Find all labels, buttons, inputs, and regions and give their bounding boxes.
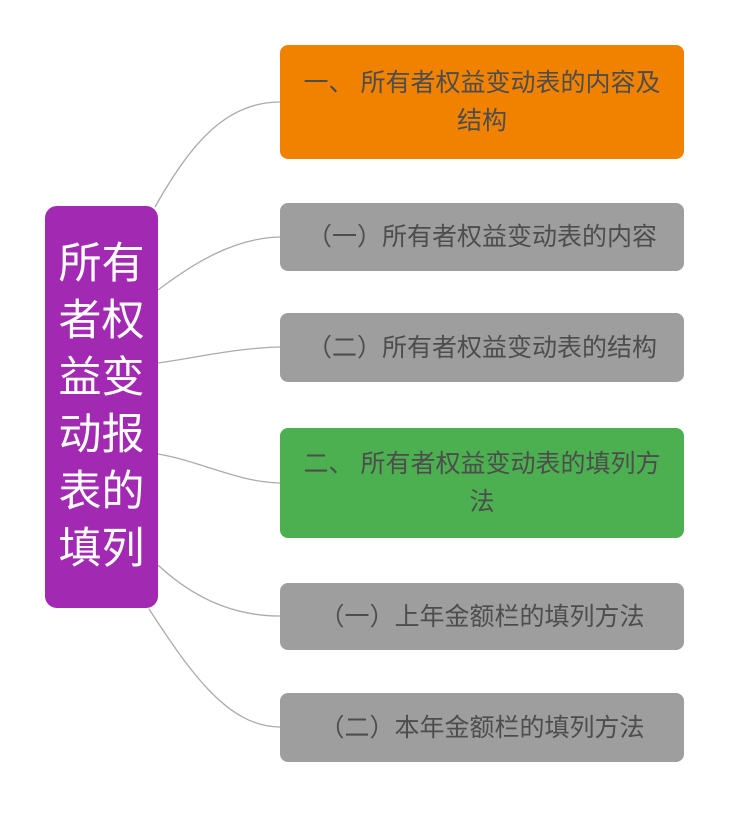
connector-line-root-to-branch-2 [157, 236, 281, 291]
connector-line-root-to-branch-1 [154, 101, 281, 208]
branch-node-2[interactable]: （一）所有者权益变动表的内容 [280, 203, 684, 271]
connector-line-root-to-branch-4 [157, 453, 281, 484]
branch-node-4[interactable]: 二、 所有者权益变动表的填列方 法 [280, 428, 684, 538]
branch-node-1[interactable]: 一、 所有者权益变动表的内容及 结构 [280, 45, 684, 159]
branch-node-1-label: 一、 所有者权益变动表的内容及 结构 [303, 69, 661, 135]
branch-node-3-label: （二）所有者权益变动表的结构 [306, 333, 657, 362]
central-topic-node[interactable]: 所有 者权 益变 动报 表的 填列 [45, 206, 158, 608]
connector-line-root-to-branch-6 [148, 608, 281, 728]
branch-node-6[interactable]: （二）本年金额栏的填列方法 [280, 693, 684, 762]
central-topic-label: 所有 者权 益变 动报 表的 填列 [58, 240, 145, 573]
connector-line-root-to-branch-5 [157, 564, 281, 617]
branch-node-5-label: （一）上年金额栏的填列方法 [319, 602, 645, 631]
branch-node-6-label: （二）本年金额栏的填列方法 [319, 713, 645, 742]
branch-node-2-label: （一）所有者权益变动表的内容 [306, 223, 657, 251]
branch-node-3[interactable]: （二）所有者权益变动表的结构 [280, 313, 684, 382]
connector-line-root-to-branch-3 [157, 346, 281, 364]
branch-node-4-label: 二、 所有者权益变动表的填列方 法 [303, 450, 661, 516]
branch-node-5[interactable]: （一）上年金额栏的填列方法 [280, 583, 684, 650]
